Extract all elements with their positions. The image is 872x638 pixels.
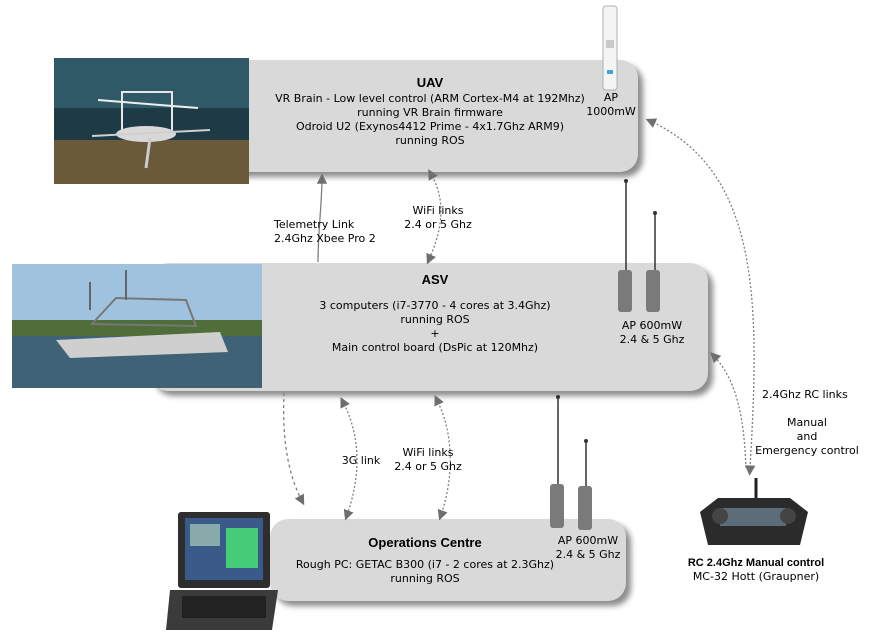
- uav-title: UAV: [416, 75, 444, 90]
- asv-line: +: [430, 327, 440, 340]
- ops-box: [270, 519, 626, 601]
- wifi-top-line: 2.4 or 5 Ghz: [404, 218, 472, 231]
- uav-photo: [54, 58, 249, 184]
- rc-line: 2.4Ghz RC links: [762, 388, 848, 401]
- rc-line: Emergency control: [755, 444, 859, 457]
- asv-text: ASV 3 computers (i7-3770 - 4 cores at 3.…: [290, 271, 580, 355]
- uav-ap-line: AP: [603, 91, 619, 104]
- uav-ap-antenna-icon: [602, 5, 618, 91]
- uav-text: UAV VR Brain - Low level control (ARM Co…: [250, 74, 610, 148]
- laptop-photo: [166, 512, 278, 630]
- wifi-bottom-line: WiFi links: [402, 446, 454, 459]
- rc-line: and: [796, 430, 818, 443]
- ops-ap-label: AP 600mW 2.4 & 5 Ghz: [550, 534, 626, 562]
- asv-ap-antenna-icon: [618, 179, 660, 312]
- wifi-bottom-label: WiFi links 2.4 or 5 Ghz: [388, 446, 468, 474]
- wifi-bottom-line: 2.4 or 5 Ghz: [394, 460, 462, 473]
- asv-title: ASV: [421, 272, 449, 287]
- uav-line: Odroid U2 (Exynos4412 Prime - 4x1.7Ghz A…: [295, 120, 565, 133]
- rc-transmitter-icon: [700, 478, 808, 545]
- ops-ap-antenna-icon: [550, 395, 592, 530]
- rc-uav-arrow: [645, 118, 756, 476]
- wifi-top-line: WiFi links: [412, 204, 464, 217]
- 3g-link-arrow: [340, 397, 358, 521]
- asv-line: 3 computers (i7-3770 - 4 cores at 3.4Ghz…: [319, 299, 551, 312]
- ops-line: running ROS: [390, 572, 460, 585]
- rc-controller-title: RC 2.4Ghz Manual control: [687, 557, 825, 569]
- telemetry-link-label: Telemetry Link 2.4Ghz Xbee Pro 2: [274, 218, 376, 246]
- rc-controller-caption: RC 2.4Ghz Manual control MC-32 Hott (Gra…: [664, 556, 848, 584]
- asv-ops-arrow: [283, 392, 305, 506]
- telemetry-link-arrow: [316, 173, 328, 263]
- rc-line: Manual: [787, 416, 827, 429]
- uav-line: VR Brain - Low level control (ARM Cortex…: [275, 92, 585, 105]
- asv-photo: [12, 264, 262, 388]
- uav-line: running VR Brain firmware: [357, 106, 503, 119]
- telemetry-line: Telemetry Link: [274, 218, 355, 231]
- wifi-top-arrow: [426, 169, 442, 265]
- telemetry-line: 2.4Ghz Xbee Pro 2: [274, 232, 376, 245]
- asv-line: running ROS: [400, 313, 470, 326]
- ops-text: Operations Centre Rough PC: GETAC B300 (…: [290, 534, 560, 586]
- rc-controller-subtitle: MC-32 Hott (Graupner): [692, 570, 820, 583]
- uav-ap-label: AP 1000mW: [584, 91, 638, 119]
- asv-line: Main control board (DsPic at 120Mhz): [331, 341, 539, 354]
- ops-title: Operations Centre: [368, 535, 482, 550]
- uav-line: running ROS: [395, 134, 465, 147]
- rc-line: [752, 402, 862, 416]
- ops-ap-line: AP 600mW: [557, 534, 619, 547]
- uav-ap-line: 1000mW: [586, 105, 636, 118]
- rc-asv-arrow: [710, 352, 747, 469]
- rc-links-label: 2.4Ghz RC links Manual and Emergency con…: [752, 388, 862, 458]
- ops-ap-line: 2.4 & 5 Ghz: [555, 548, 621, 561]
- ops-line: Rough PC: GETAC B300 (i7 - 2 cores at 2.…: [295, 558, 555, 571]
- wifi-bottom-arrow: [434, 394, 451, 521]
- 3g-link-label: 3G link: [341, 454, 381, 467]
- wifi-top-label: WiFi links 2.4 or 5 Ghz: [400, 204, 476, 232]
